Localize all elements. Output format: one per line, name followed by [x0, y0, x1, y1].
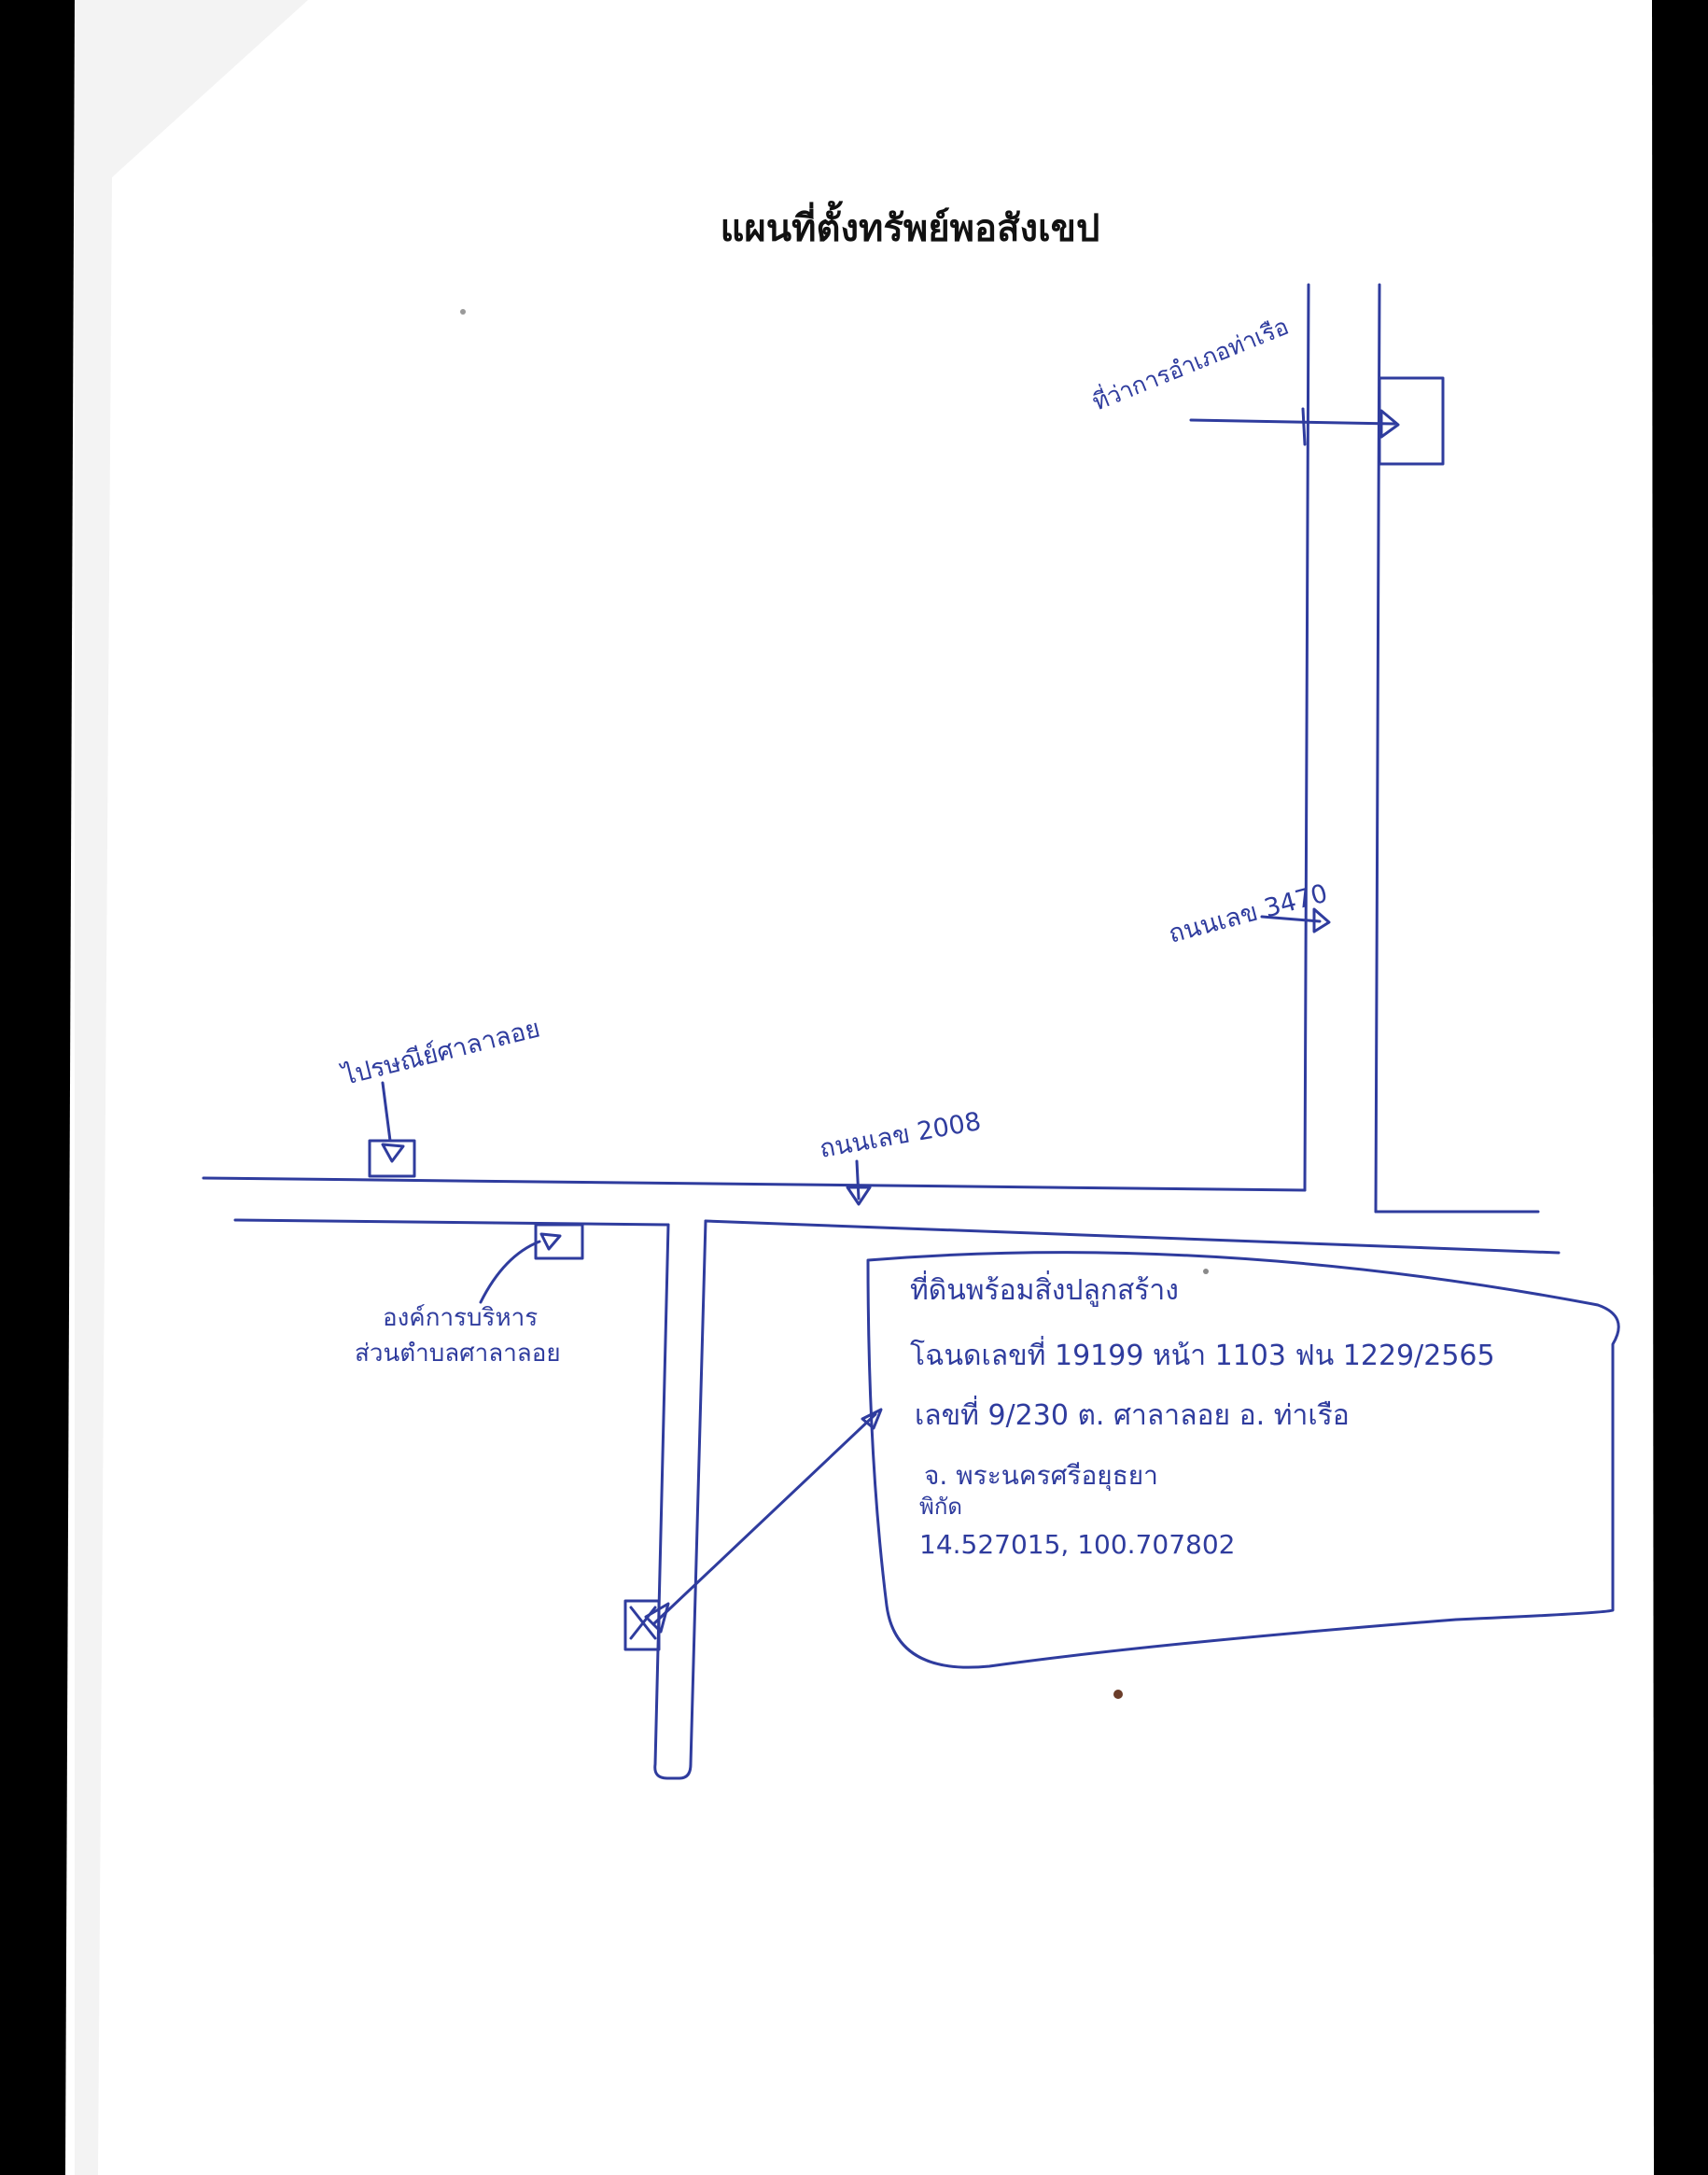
road-2008-arrowhead: [846, 1186, 872, 1206]
post-office-arrowhead: [381, 1143, 405, 1163]
info-line-property-type: ที่ดินพร้อมสิ่งปลูกสร้าง: [910, 1270, 1179, 1307]
tao-office-arrowhead: [539, 1232, 562, 1251]
property-marker-box: [623, 1599, 661, 1651]
road-2008-bottom-edge-left: [233, 1218, 670, 1227]
road-3470-left-edge: [1303, 283, 1310, 1192]
post-office-box: [368, 1139, 416, 1178]
road-2008-arrow: [855, 1159, 861, 1200]
paper-fold-shadow: [75, 0, 308, 2175]
road-2008-top-edge: [202, 1176, 1307, 1192]
property-pointer-line: [651, 1412, 877, 1626]
district-office-arrow: [1189, 418, 1396, 426]
road-3470-arrowhead: [1312, 907, 1331, 933]
district-office-box: [1378, 376, 1445, 466]
info-box-outline: [866, 1251, 1620, 1669]
road-2008-bottom-edge-right: [704, 1219, 1561, 1255]
road-crossing-tick: [1301, 407, 1307, 446]
tao-office-arrow: [479, 1240, 541, 1304]
ink-speck: [1113, 1690, 1123, 1699]
ink-speck: [1203, 1269, 1209, 1274]
tao-office-label-line1: องค์การบริหาร: [383, 1304, 538, 1332]
ink-speck: [460, 309, 466, 315]
soi-road: [653, 1219, 707, 1780]
district-office-arrowhead: [1379, 409, 1400, 439]
road-3470-arrow: [1260, 915, 1322, 923]
property-marker-arrowhead: [644, 1602, 670, 1634]
info-line-address: เลขที่ 9/230 ต. ศาลาลอย อ. ท่าเรือ: [915, 1396, 1350, 1432]
tao-office-box: [534, 1223, 584, 1260]
info-line-province: จ. พระนครศรีอยุธยา: [924, 1460, 1158, 1492]
tao-office-label-line2: ส่วนตำบลศาลาลอย: [355, 1340, 561, 1368]
info-line-deed: โฉนดเลขที่ 19199 หน้า 1103 ฟน 1229/2565: [910, 1336, 1495, 1372]
info-line-coord-label: พิกัด: [919, 1494, 962, 1520]
info-line-coordinates: 14.527015, 100.707802: [919, 1529, 1235, 1560]
paper-background: [65, 0, 1654, 2175]
post-office-arrow: [381, 1081, 392, 1143]
page-title: แผนที่ตั้งทรัพย์พอสังเขป: [721, 201, 1100, 250]
